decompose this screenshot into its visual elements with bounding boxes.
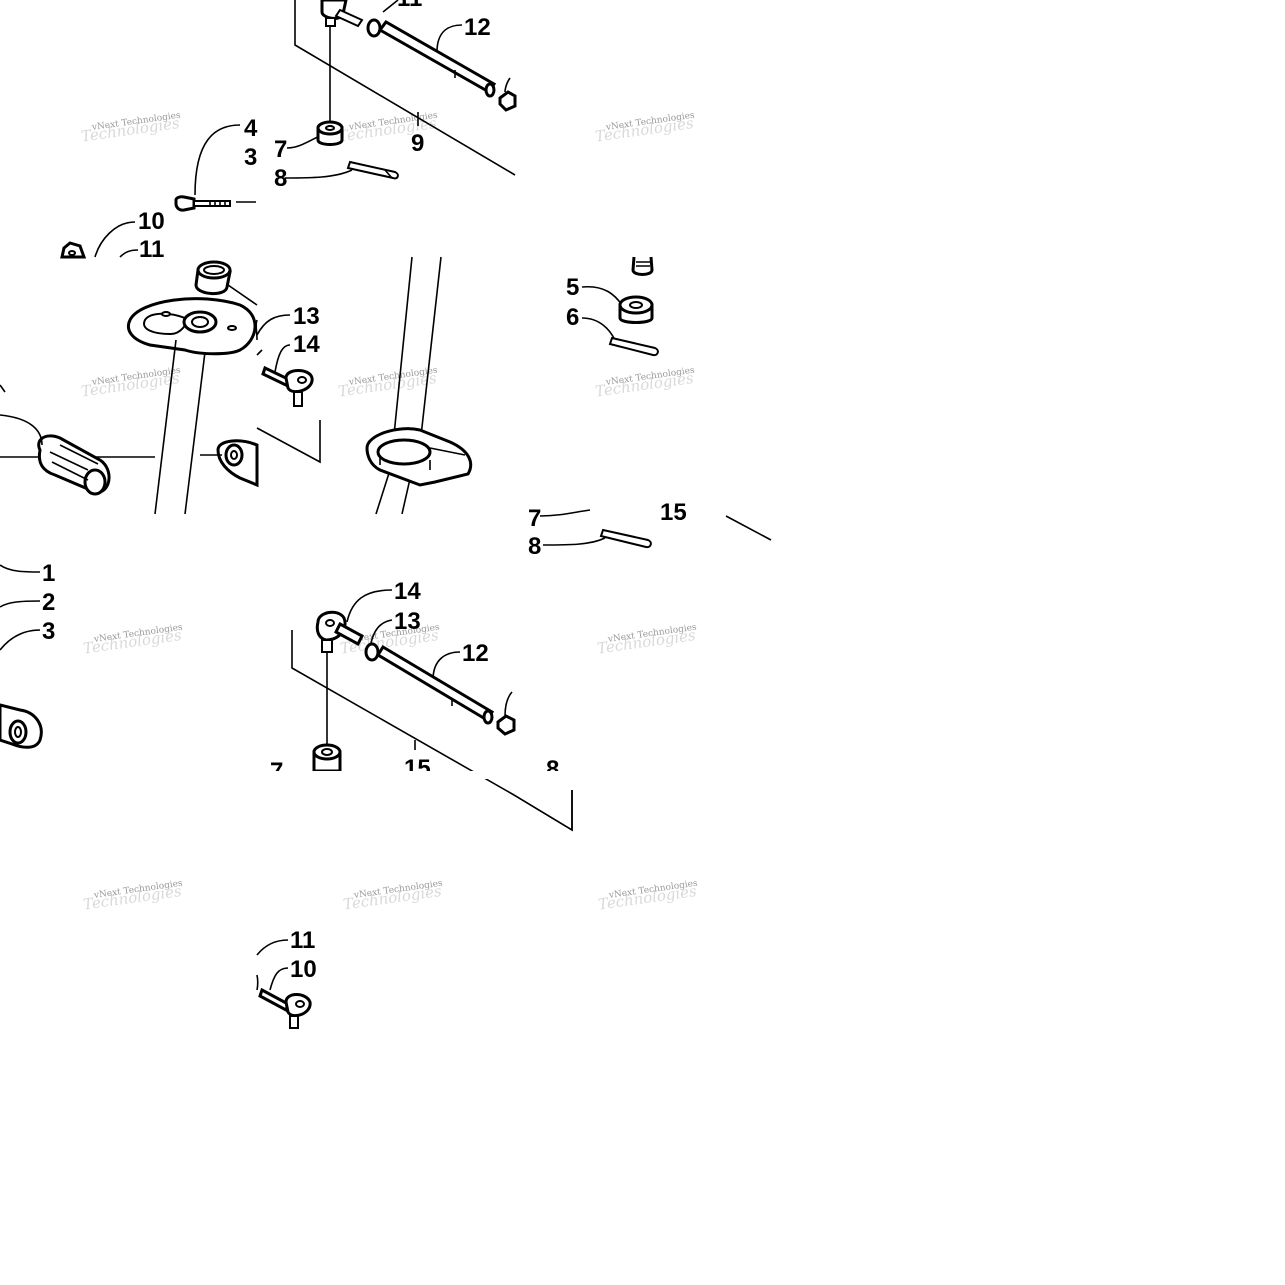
tile-middle-left (0, 260, 263, 515)
tie-rod-part (375, 644, 495, 725)
steering-post-part (154, 339, 206, 515)
bushing-part (194, 260, 232, 295)
label-13: 13 (293, 303, 320, 330)
tile-boundary (0, 771, 1285, 779)
tie-rod-end-part (315, 610, 364, 653)
label-15: 15 (660, 499, 687, 526)
tile-bottom-center: 11 10 (256, 927, 317, 1029)
label-11: 11 (290, 927, 315, 954)
watermark: Technologies vNext Technologies (337, 366, 439, 401)
nut-part (366, 18, 382, 38)
label-9: 9 (411, 130, 424, 157)
label-14: 14 (293, 331, 320, 358)
label-11: 11 (397, 0, 422, 12)
watermark: Technologies vNext Technologies (82, 879, 184, 914)
watermark: Technologies vNext Technologies (596, 623, 698, 658)
castle-nut-part (316, 120, 344, 146)
cotter-pin-part (599, 528, 652, 549)
watermark: Technologies vNext Technologies (594, 366, 696, 401)
tie-rod-end-part (261, 365, 314, 407)
tile-lower-center: 14 13 12 7 (270, 578, 573, 832)
label-3: 3 (42, 618, 55, 645)
label-10: 10 (290, 956, 317, 983)
tie-rod-end-part (320, 0, 364, 28)
watermark: Technologies vNext Technologies (337, 111, 439, 146)
label-12: 12 (462, 640, 489, 667)
tie-rod-end-part (258, 987, 312, 1029)
steering-column-part (375, 256, 442, 515)
watermark: Technologies vNext Technologies (597, 879, 699, 914)
nut-part (498, 77, 517, 112)
tile-middle-center: 13 14 (256, 256, 473, 515)
label-10: 10 (138, 208, 165, 235)
tile-lower-left: 1 2 3 (0, 560, 55, 749)
bolt-part (174, 195, 231, 212)
nut-part (496, 691, 516, 736)
label-14: 14 (394, 578, 421, 605)
steering-plate-part (126, 297, 257, 356)
watermark: Technologies vNext Technologies (80, 366, 182, 401)
label-7: 7 (528, 505, 541, 532)
tile-top-left: 11 12 4 3 7 8 9 10 11 (60, 0, 517, 263)
tile-middle-right: 5 6 (566, 256, 659, 357)
watermark: Technologies vNext Technologies (80, 111, 182, 146)
castle-nut-part (312, 743, 342, 773)
label-11: 11 (139, 236, 164, 263)
label-13: 13 (394, 608, 421, 635)
tile-boundary (514, 771, 574, 779)
frame-line (513, 790, 573, 832)
watermark: Technologies vNext Technologies (594, 111, 696, 146)
label-2: 2 (42, 589, 55, 616)
label-7: 7 (274, 136, 287, 163)
tile-lower-right: 7 15 8 (528, 499, 772, 560)
clamp-part (0, 414, 155, 496)
watermark: Technologies vNext Technologies (82, 623, 184, 658)
label-4: 4 (244, 115, 258, 142)
castle-nut-part (618, 295, 654, 324)
label-8: 8 (274, 165, 287, 192)
label-12: 12 (464, 14, 491, 41)
label-5: 5 (566, 274, 579, 301)
label-6: 6 (566, 304, 579, 331)
clamp-part (0, 703, 43, 749)
mount-bracket-part (200, 439, 259, 488)
nut-part (364, 642, 380, 662)
tie-rod-part (377, 20, 497, 98)
label-8: 8 (528, 533, 541, 560)
cotter-pin-part (608, 336, 659, 357)
label-3: 3 (244, 144, 257, 171)
label-1: 1 (42, 560, 55, 587)
threaded-end-part (631, 256, 654, 276)
cotter-pin-part (346, 160, 399, 180)
watermark: Technologies vNext Technologies (342, 879, 444, 914)
pivot-bracket-part (365, 427, 473, 487)
nut-part (60, 241, 87, 259)
watermarks: Technologies vNext Technologies Technolo… (80, 111, 699, 914)
